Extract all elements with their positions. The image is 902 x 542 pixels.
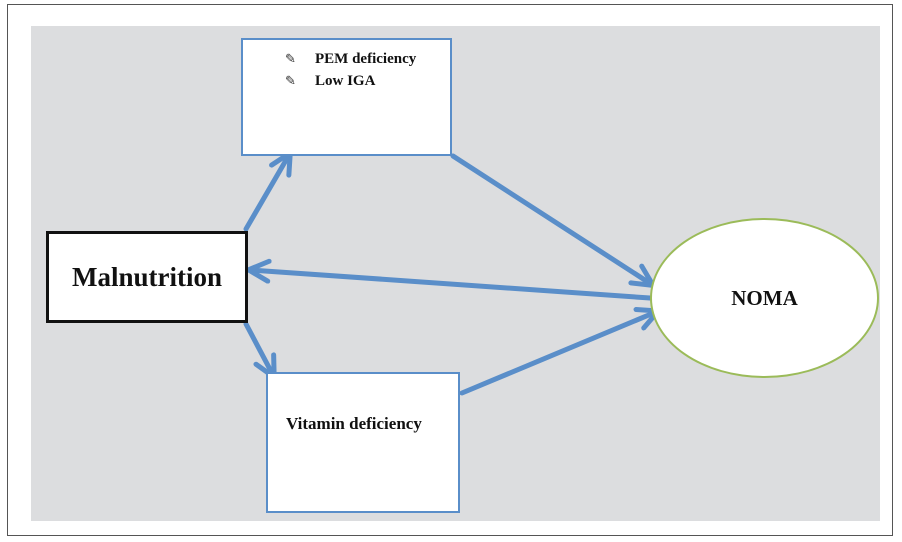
list-item: ✎ Low IGA — [285, 70, 465, 92]
noma-label: NOMA — [731, 285, 798, 310]
pem-list: ✎ PEM deficiency ✎ Low IGA — [285, 48, 465, 92]
pem-box: ✎ PEM deficiency ✎ Low IGA — [241, 38, 452, 156]
list-item: ✎ PEM deficiency — [285, 48, 465, 70]
malnutrition-label: Malnutrition — [71, 261, 222, 292]
low-iga-label: Low IGA — [315, 73, 376, 89]
arrow-vitamin-to-noma — [459, 307, 661, 396]
noma-ellipse: NOMA — [650, 218, 879, 378]
vitamin-box: Vitamin deficiency — [266, 372, 460, 513]
vitamin-deficiency-label: Vitamin deficiency — [286, 414, 422, 433]
arrow-noma-to-malnutrition — [246, 258, 653, 301]
pem-deficiency-label: PEM deficiency — [315, 51, 417, 67]
arrow-pem-to-noma — [450, 153, 656, 288]
arrow-malnutrition-to-vitamin — [243, 321, 277, 380]
arrow-malnutrition-to-pem — [243, 150, 293, 232]
pencil-bullet-icon: ✎ — [285, 73, 296, 88]
pencil-bullet-icon: ✎ — [285, 51, 296, 66]
malnutrition-box: Malnutrition — [46, 231, 248, 323]
